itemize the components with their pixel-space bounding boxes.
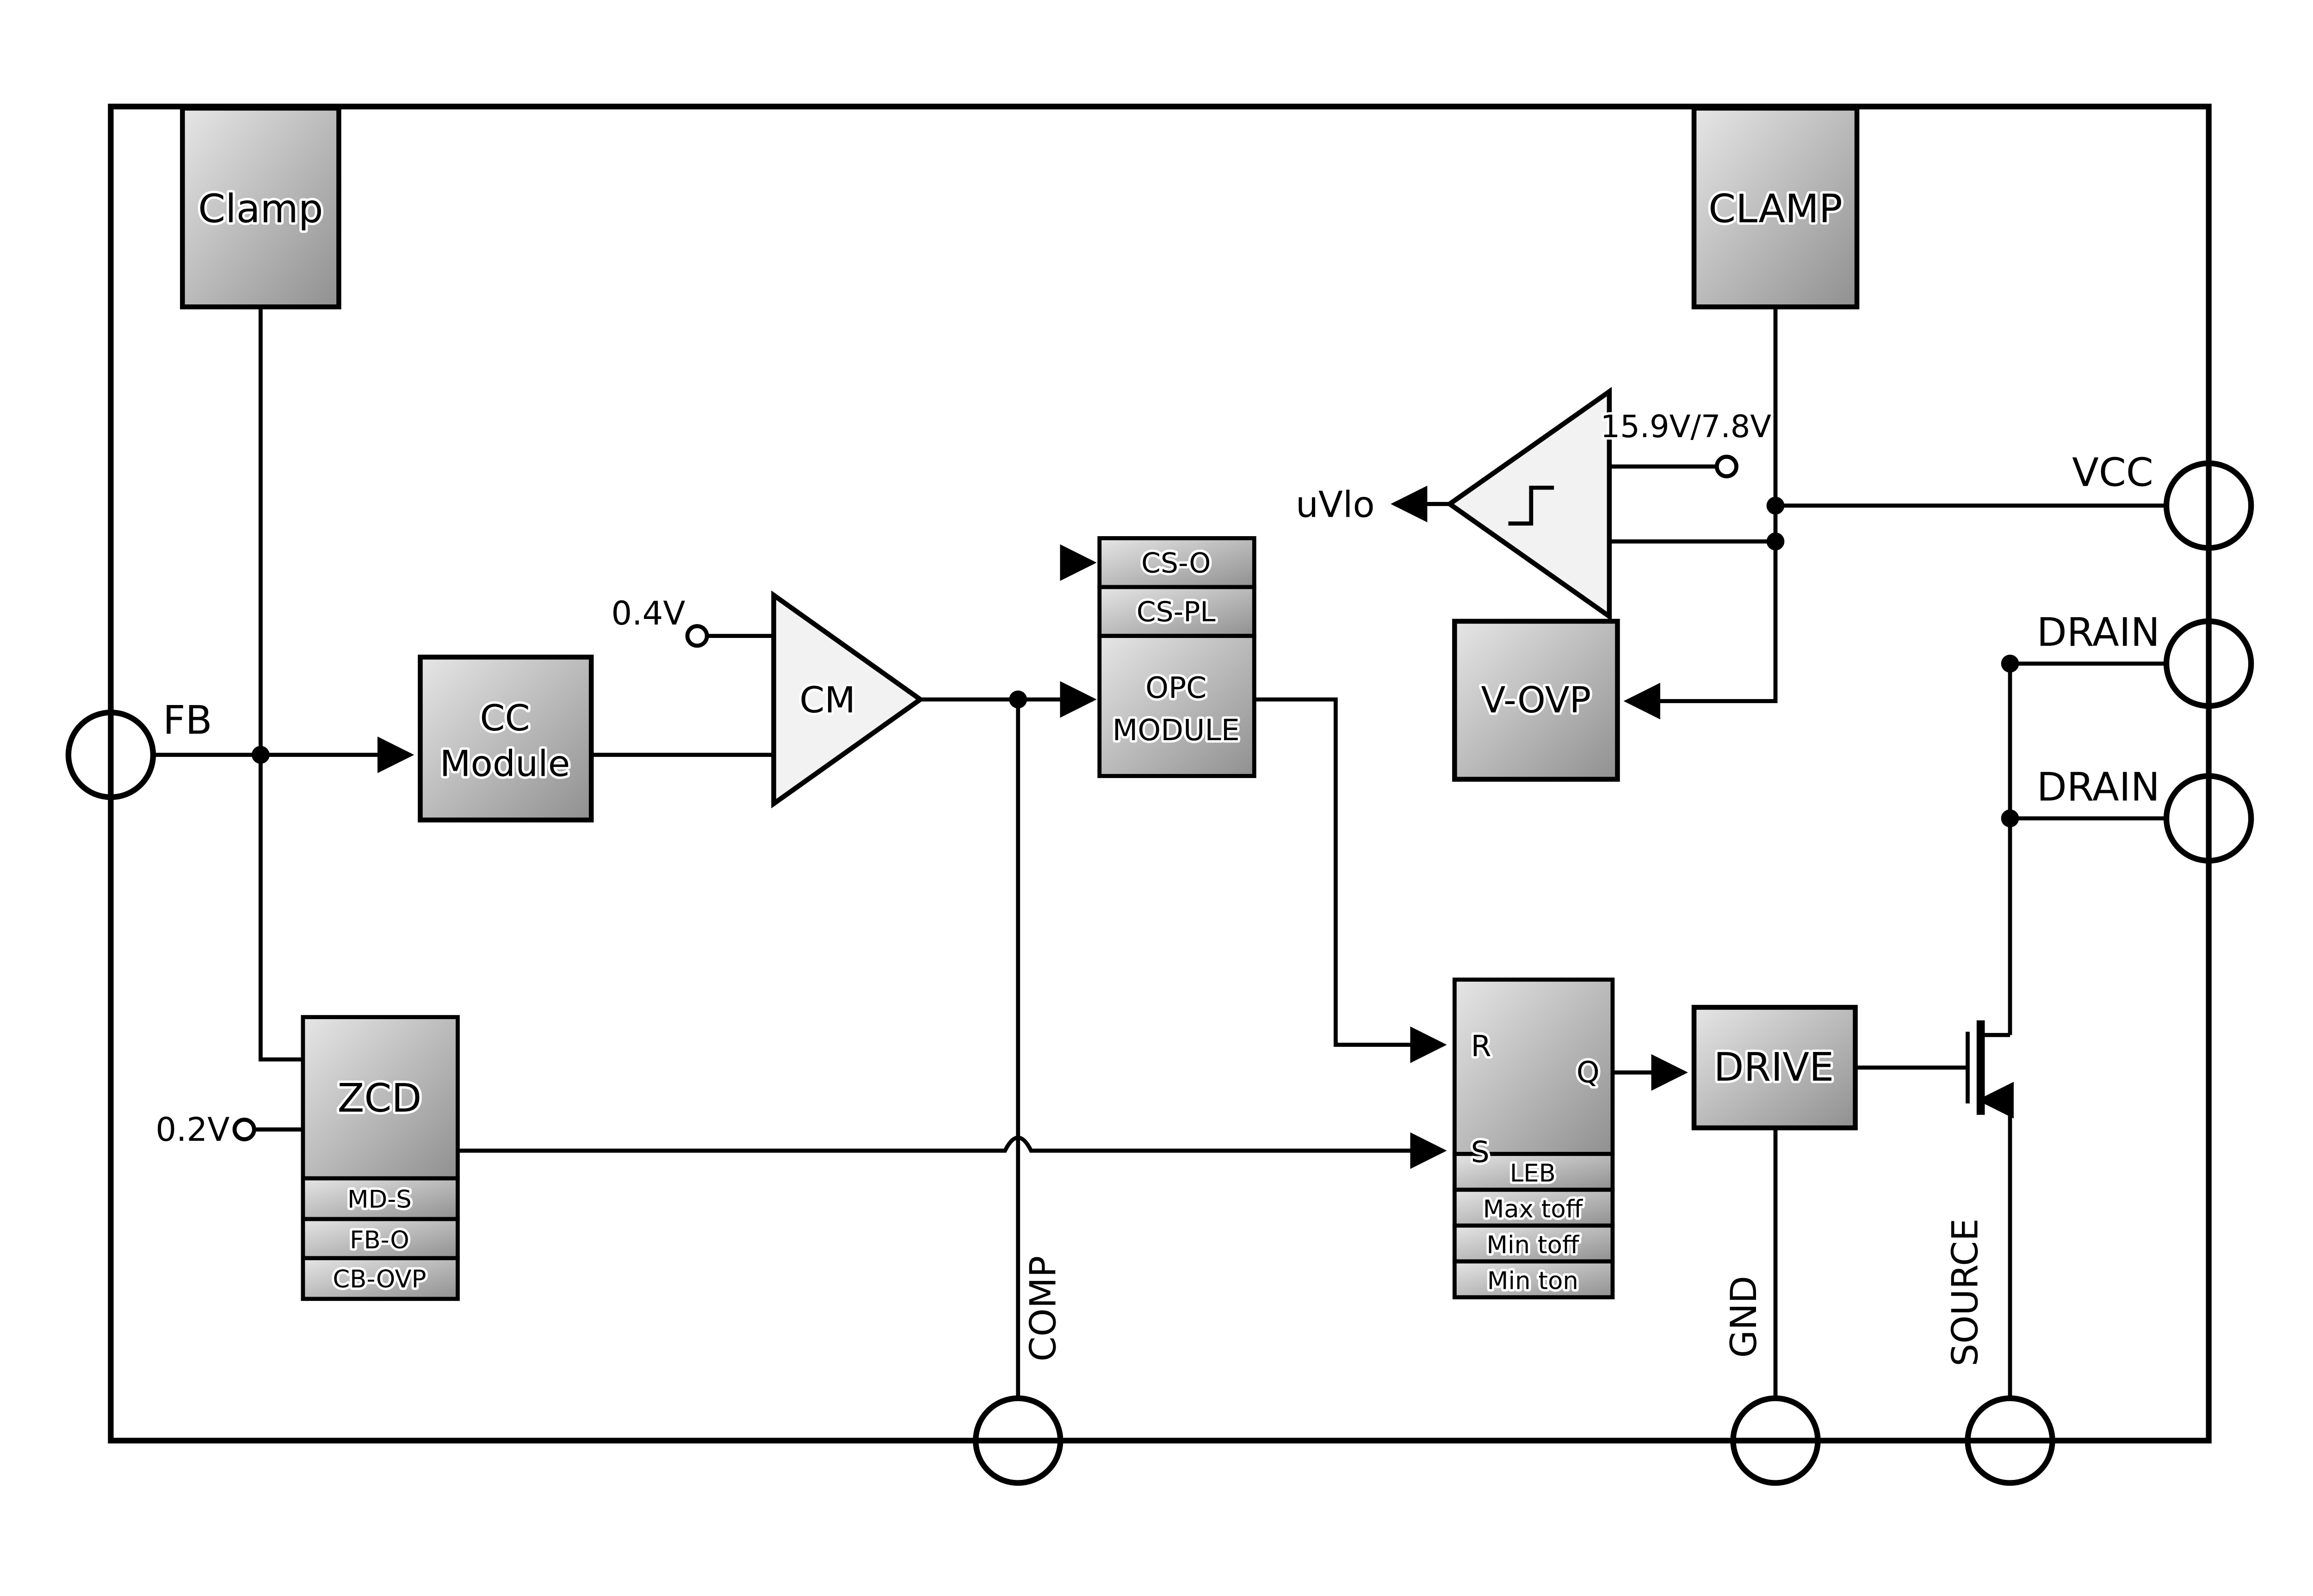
cc-module-label-line2: Module	[440, 743, 570, 785]
cc-module-box	[418, 655, 594, 823]
junction-dot	[2001, 809, 2019, 828]
pin-drain-bottom	[2163, 773, 2254, 864]
pin-gnd	[1730, 1395, 1821, 1486]
block-latch-stack: R S Q LEB Max toff Min toff Min ton	[1452, 977, 1615, 1299]
cm-triangle	[771, 590, 925, 809]
wire-fb-to-zcd	[258, 755, 303, 1062]
block-cc-module: CC Module	[418, 655, 594, 823]
leb-cell	[1452, 1151, 1615, 1192]
pin-drain-top	[2163, 618, 2254, 709]
clamp-left-label: Clamp	[198, 186, 323, 231]
cm-label: CM	[799, 680, 855, 721]
wire-zcd-to-latch-s	[458, 1132, 1447, 1169]
vref-0v4-label: 0.4V	[611, 594, 685, 632]
min-toff-cell	[1452, 1223, 1615, 1264]
block-cs-opc: CS-O CS-PL OPC MODULE	[1097, 536, 1256, 778]
cs-pl-label: CS-PL	[1137, 596, 1216, 628]
leb-label: LEB	[1510, 1159, 1556, 1188]
junction-dot	[2001, 655, 2019, 673]
pin-vcc-label: VCC	[2072, 450, 2153, 495]
clamp-left-box	[180, 105, 341, 309]
wire-clamp-right-to-vovp	[1623, 307, 1778, 720]
junction-dot	[1766, 532, 1785, 551]
comparator-uvlo: 15.9V/7.8V uVlo	[1293, 387, 1774, 621]
opc-module-cell	[1097, 634, 1256, 778]
uvlo-threshold-label: 15.9V/7.8V	[1601, 408, 1772, 445]
pin-comp	[972, 1395, 1064, 1486]
v-ovp-label: V-OVP	[1481, 680, 1591, 721]
min-ton-label: Min ton	[1487, 1267, 1578, 1295]
fb-o-cell	[301, 1217, 460, 1261]
pin-comp-label: COMP	[1023, 1256, 1064, 1362]
block-clamp-left: Clamp	[180, 105, 341, 309]
junction-dots	[252, 496, 2019, 828]
cb-ovp-cell	[301, 1256, 460, 1301]
cc-module-label-line1: CC	[480, 698, 530, 739]
uvlo-output-label: uVlo	[1296, 484, 1375, 526]
block-v-ovp: V-OVP	[1452, 619, 1620, 782]
md-s-label: MD-S	[347, 1186, 412, 1214]
latch-s-label: S	[1471, 1135, 1490, 1169]
max-toff-label: Max toff	[1483, 1195, 1583, 1224]
block-drive: DRIVE	[1691, 1005, 1858, 1131]
cs-pl-cell	[1097, 585, 1256, 638]
pin-source-label: SOURCE	[1945, 1219, 1986, 1367]
zcd-label: ZCD	[337, 1076, 421, 1121]
opc-label-line2: MODULE	[1113, 713, 1240, 747]
hysteresis-icon	[1508, 485, 1554, 526]
mosfet	[1966, 1020, 2014, 1119]
junction-dot	[1009, 690, 1027, 709]
vref-0v2-label: 0.2V	[155, 1111, 229, 1149]
node-uvlo-ref	[1714, 454, 1738, 478]
clamp-right-label: CLAMP	[1708, 186, 1843, 231]
node-0v4	[685, 624, 709, 648]
node-0v2	[232, 1118, 256, 1142]
pin-fb	[65, 709, 156, 800]
cs-o-label: CS-O	[1141, 547, 1211, 579]
max-toff-cell	[1452, 1188, 1615, 1228]
pin-fb-label: FB	[163, 698, 212, 743]
wires	[153, 307, 2167, 1398]
drive-label: DRIVE	[1714, 1045, 1834, 1090]
zcd-cell	[301, 1015, 460, 1181]
clamp-right-box	[1691, 105, 1860, 309]
junction-dot	[1766, 496, 1785, 515]
min-toff-label: Min toff	[1486, 1231, 1579, 1259]
block-clamp-right: CLAMP	[1691, 105, 1860, 309]
latch-cell	[1452, 977, 1615, 1156]
comparator-cm: CM	[771, 590, 925, 809]
pin-gnd-label: GND	[1723, 1276, 1765, 1358]
latch-r-label: R	[1471, 1029, 1491, 1063]
v-ovp-box	[1452, 619, 1620, 782]
pin-vcc	[2163, 460, 2254, 551]
block-zcd-stack: ZCD MD-S FB-O CB-OVP	[301, 1015, 460, 1301]
latch-q-label: Q	[1577, 1055, 1600, 1089]
junction-dot	[252, 746, 270, 764]
pin-source	[1965, 1395, 2055, 1486]
min-ton-cell	[1452, 1259, 1615, 1299]
cb-ovp-label: CB-OVP	[333, 1265, 426, 1293]
pin-drain-bottom-label: DRAIN	[2037, 764, 2160, 810]
opc-label-line1: OPC	[1145, 670, 1206, 705]
fb-o-label: FB-O	[350, 1226, 409, 1255]
wire-opc-to-latch-r	[1254, 697, 1447, 1064]
pin-drain-top-label: DRAIN	[2037, 610, 2160, 655]
pins	[65, 460, 2254, 1486]
drive-box	[1691, 1005, 1858, 1131]
